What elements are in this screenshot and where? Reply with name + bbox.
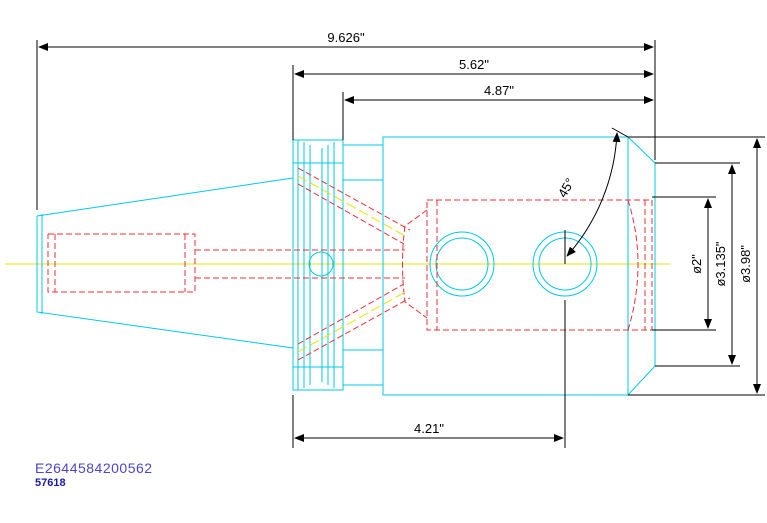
dim-overall-length: 9.626" bbox=[327, 30, 365, 45]
dim-length-a: 5.62" bbox=[459, 57, 489, 72]
body-chamfer bbox=[627, 136, 656, 396]
part-code: E2644584200562 bbox=[35, 460, 153, 476]
taper-shank bbox=[36, 216, 294, 349]
dim-length-c: 4.21" bbox=[414, 421, 444, 436]
dim-angle: 45° bbox=[555, 175, 578, 200]
tool-outline bbox=[36, 136, 656, 396]
dimension-lines bbox=[36, 40, 765, 448]
part-number: 57618 bbox=[35, 477, 66, 489]
cross-hole-1 bbox=[429, 231, 495, 297]
dim-diameter-a: ø2" bbox=[689, 254, 704, 274]
dim-length-b: 4.87" bbox=[484, 83, 514, 98]
dim-diameter-c: ø3.98" bbox=[738, 245, 753, 283]
hidden-lines bbox=[47, 167, 653, 361]
dim-diameter-b: ø3.135" bbox=[713, 241, 728, 286]
